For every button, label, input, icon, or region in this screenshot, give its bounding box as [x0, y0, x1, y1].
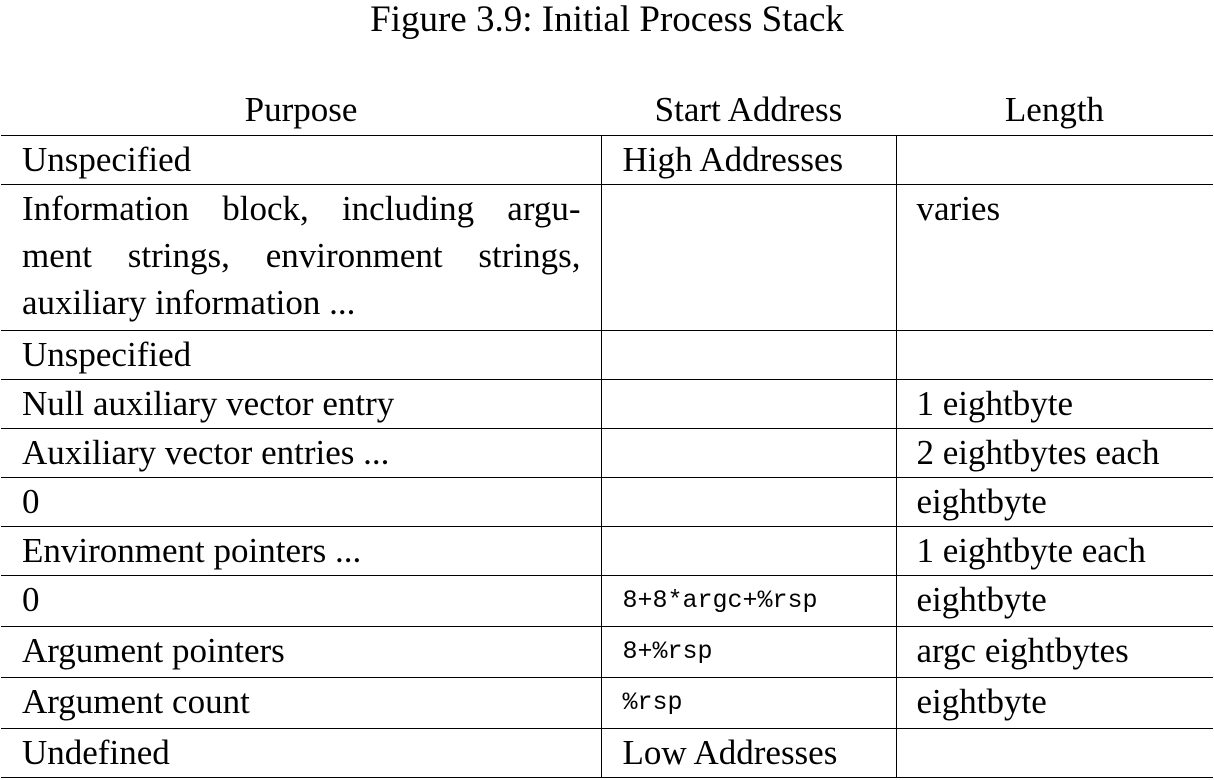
- cell-start-address: [600, 379, 897, 429]
- cell-purpose: Unspecified: [1, 330, 602, 380]
- cell-purpose: 0: [1, 575, 602, 627]
- cell-purpose: Undefined: [1, 728, 602, 778]
- figure-caption: Figure 3.9: Initial Process Stack: [370, 0, 844, 40]
- table-row: Unspecified High Addresses: [1, 135, 1213, 185]
- cell-purpose: 0: [1, 477, 602, 527]
- cell-length: eightbyte: [895, 477, 1213, 527]
- cell-length: varies: [895, 184, 1213, 331]
- table-row: Information block, including argu- ment …: [1, 184, 1213, 331]
- table-row: Environment pointers ... 1 eightbyte eac…: [1, 526, 1213, 576]
- cell-start-address: High Addresses: [600, 135, 897, 185]
- cell-start-address: 8+%rsp: [600, 626, 897, 678]
- cell-purpose: Information block, including argu- ment …: [1, 184, 602, 331]
- cell-start-address: 8+8*argc+%rsp: [600, 575, 897, 627]
- cell-purpose: Argument count: [1, 677, 602, 729]
- header-start-address: Start Address: [601, 84, 896, 136]
- table-row: Null auxiliary vector entry 1 eightbyte: [1, 379, 1213, 429]
- cell-start-address: [600, 477, 897, 527]
- table-row: 0 8+8*argc+%rsp eightbyte: [1, 575, 1213, 627]
- header-purpose: Purpose: [1, 84, 601, 136]
- cell-length: eightbyte: [895, 677, 1213, 729]
- cell-start-address: %rsp: [600, 677, 897, 729]
- cell-start-address: [600, 428, 897, 478]
- cell-purpose: Auxiliary vector entries ...: [1, 428, 602, 478]
- table-row: Undefined Low Addresses: [1, 728, 1213, 778]
- cell-length: 1 eightbyte: [895, 379, 1213, 429]
- cell-purpose: Argument pointers: [1, 626, 602, 678]
- process-stack-table: Purpose Start Address Length Unspecified…: [1, 84, 1213, 778]
- table-row: Unspecified: [1, 330, 1213, 380]
- header-length: Length: [896, 84, 1213, 136]
- cell-purpose: Unspecified: [1, 135, 602, 185]
- cell-length: eightbyte: [895, 575, 1213, 627]
- cell-start-address: [600, 184, 897, 331]
- cell-length: [895, 330, 1213, 380]
- table-row: Argument pointers 8+%rsp argc eightbytes: [1, 626, 1213, 678]
- table-row: Auxiliary vector entries ... 2 eightbyte…: [1, 428, 1213, 478]
- cell-length: 2 eightbytes each: [895, 428, 1213, 478]
- cell-length: [895, 728, 1213, 778]
- table-row: 0 eightbyte: [1, 477, 1213, 527]
- cell-purpose: Null auxiliary vector entry: [1, 379, 602, 429]
- table-header-row: Purpose Start Address Length: [1, 84, 1213, 136]
- cell-length: argc eightbytes: [895, 626, 1213, 678]
- cell-start-address: [600, 330, 897, 380]
- cell-purpose: Environment pointers ...: [1, 526, 602, 576]
- cell-start-address: Low Addresses: [600, 728, 897, 778]
- cell-length: [895, 135, 1213, 185]
- cell-start-address: [600, 526, 897, 576]
- table-row: Argument count %rsp eightbyte: [1, 677, 1213, 729]
- cell-length: 1 eightbyte each: [895, 526, 1213, 576]
